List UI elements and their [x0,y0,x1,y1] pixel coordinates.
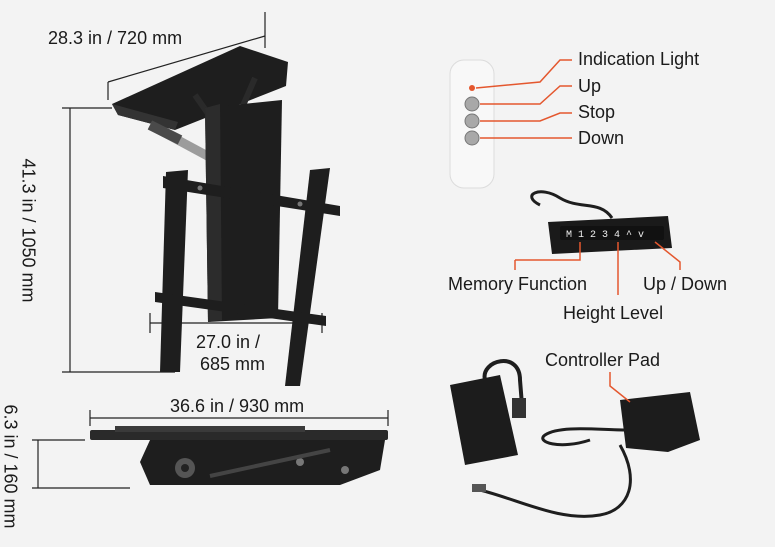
label-up-down: Up / Down [643,274,728,294]
controller-pad [472,392,700,518]
label-memory-function: Memory Function [448,274,588,294]
remote-control [449,59,495,189]
dimension-base-width: 36.6 in / 930 mm [170,396,305,416]
power-adapter [450,359,526,465]
keypad: M 1 2 3 4 ^ v [530,190,672,254]
dimension-mount-width-line1: 27.0 in / [196,332,261,352]
keypad-pointers [514,241,681,295]
dimension-base-height: 6.3 in / 160 mm [0,404,21,529]
base-lift-side-view [90,426,388,485]
label-stop: Stop [578,102,616,122]
keypad-keys-text: M 1 2 3 4 ^ v [566,230,644,241]
dimension-mount-width-line2: 685 mm [200,354,266,374]
dimension-top-width: 28.3 in / 720 mm [48,28,183,48]
dimension-height: 41.3 in / 1050 mm [18,158,39,303]
label-controller-pad: Controller Pad [545,350,661,370]
indication-light-icon [469,85,475,91]
label-height-level: Height Level [563,303,664,323]
controller-pointer [609,372,631,403]
label-up: Up [578,76,602,96]
remote-pointers [475,59,572,139]
label-indication-light: Indication Light [578,49,700,69]
tv-lift-mount [112,46,340,386]
label-down: Down [578,128,625,148]
